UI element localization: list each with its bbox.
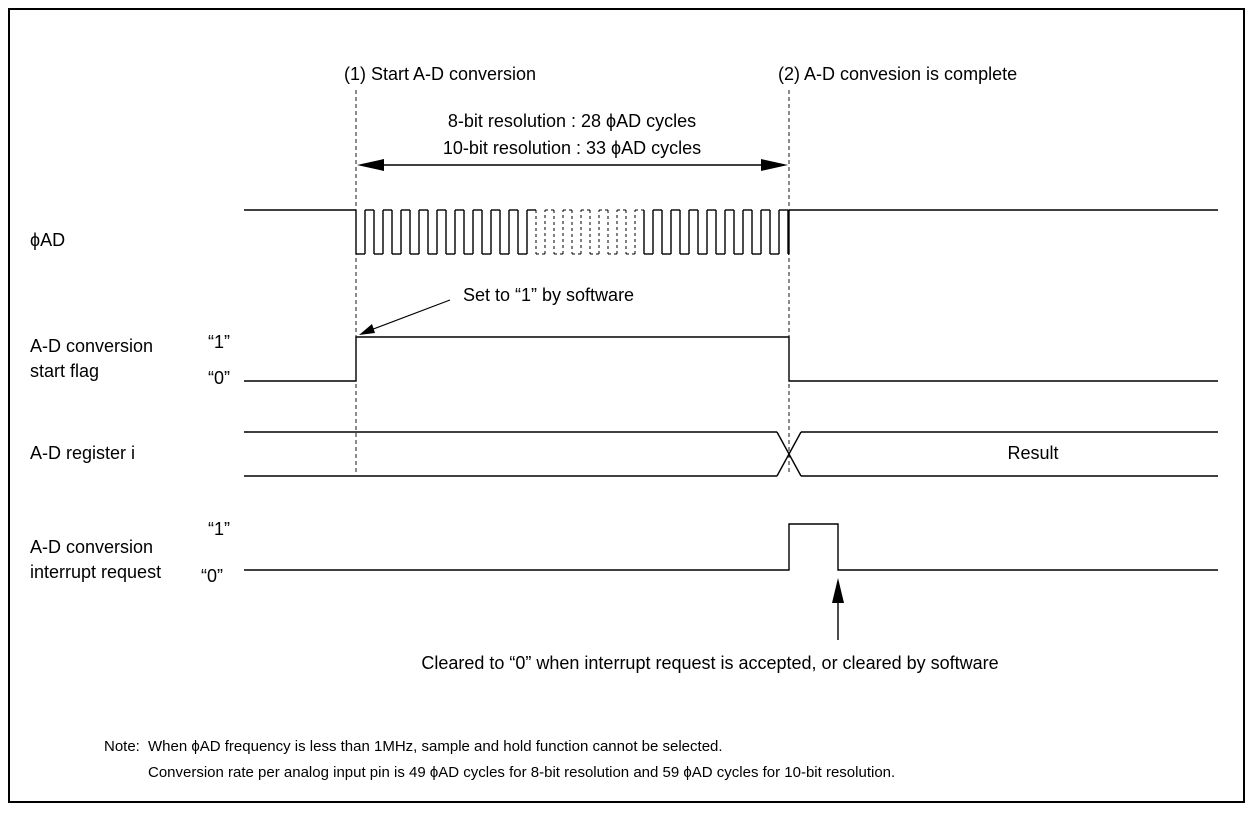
irq-high-level: “1” [208,519,230,539]
irq-low-level: “0” [201,566,223,586]
phi-ad-label: ϕAD [30,230,65,250]
register-label: A-D register i [30,443,135,463]
note-line-2: Conversion rate per analog input pin is … [148,764,895,781]
note-line-1: When ϕAD frequency is less than 1MHz, sa… [148,738,723,755]
irq-waveform [244,523,1218,571]
resolution-8bit-label: 8-bit resolution : 28 ϕAD cycles [448,111,696,131]
start-flag-high-level: “1” [208,332,230,352]
irq-label-2: interrupt request [30,562,161,582]
cleared-arrow [832,578,844,640]
diagram-frame [8,8,1245,803]
start-marker-label: (1) Start A-D conversion [344,64,536,84]
start-flag-waveform [244,336,1218,382]
note-label: Note: [104,738,140,755]
start-flag-label-2: start flag [30,361,99,381]
start-flag-low-level: “0” [208,368,230,388]
complete-marker-label: (2) A-D convesion is complete [778,64,1017,84]
register-waveform [244,431,1218,477]
resolution-10bit-label: 10-bit resolution : 33 ϕAD cycles [443,138,701,158]
set-by-software-arrow [359,299,451,335]
phi-ad-waveform [244,209,1218,255]
conversion-time-arrow [357,159,788,171]
set-by-software-label: Set to “1” by software [463,285,634,305]
cleared-label: Cleared to “0” when interrupt request is… [421,653,998,673]
irq-label-1: A-D conversion [30,537,153,557]
start-flag-label-1: A-D conversion [30,336,153,356]
register-result-label: Result [1007,443,1058,463]
